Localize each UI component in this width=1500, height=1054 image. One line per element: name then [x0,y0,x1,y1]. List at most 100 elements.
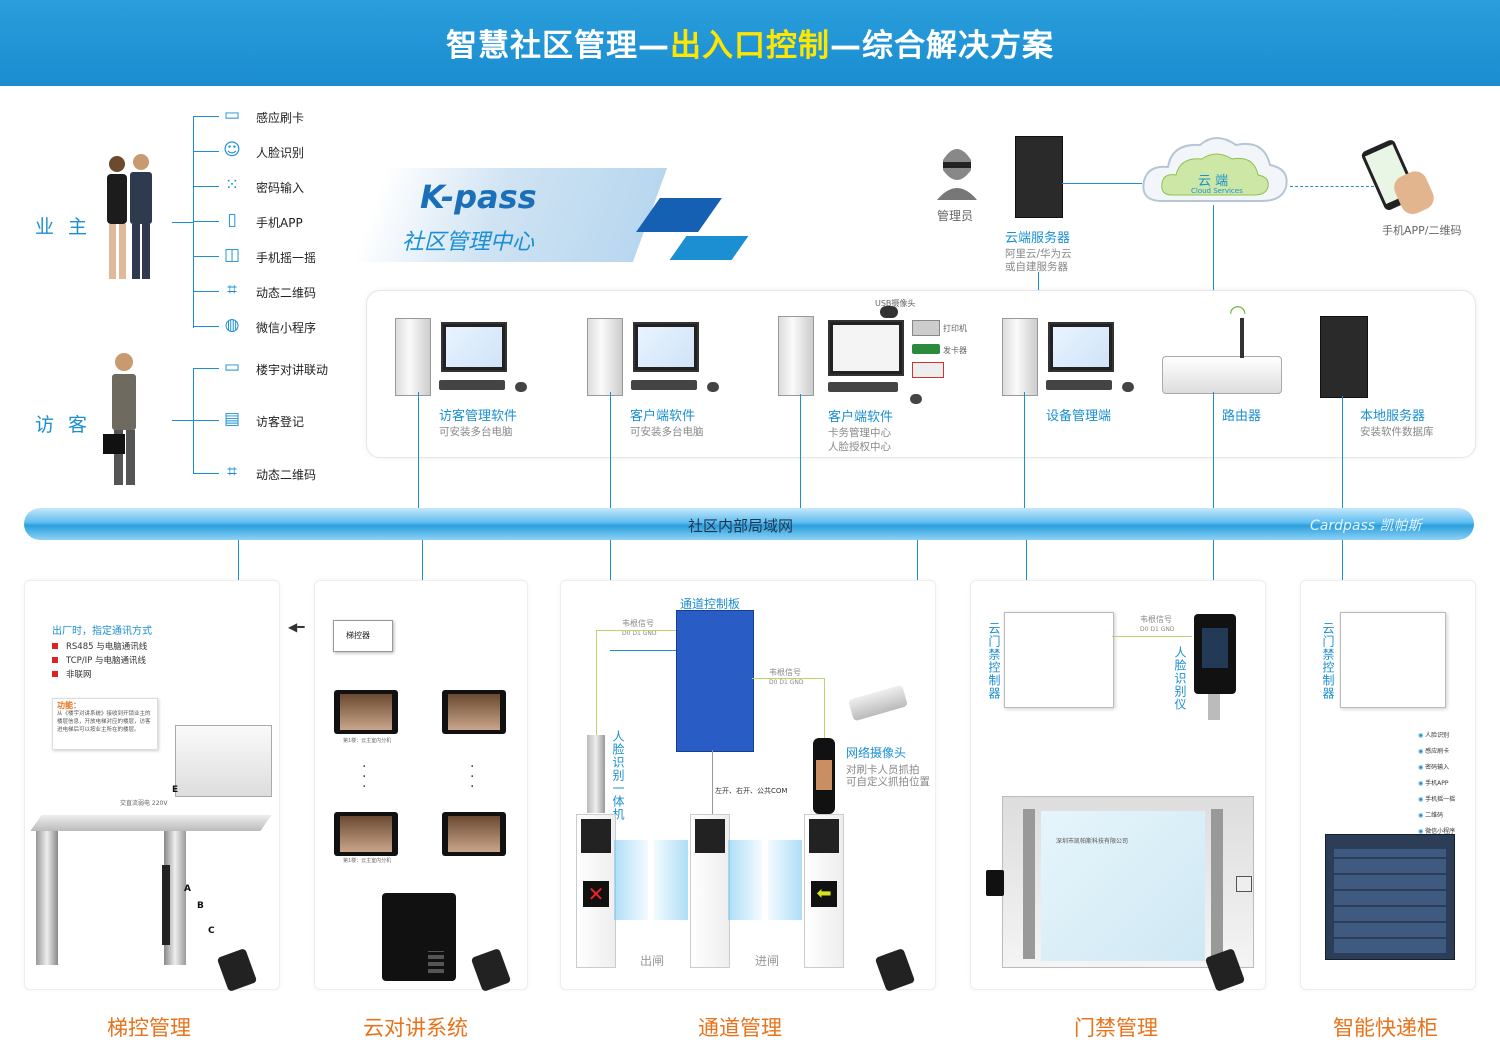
elevator-note-item: TCP/IP 与电脑通讯线 [52,654,147,668]
usb-camera-label: USB摄像头 [875,299,916,308]
owner-label: 业 主 [35,216,92,238]
kpass-logo: K-pass [420,178,537,216]
router-device [1162,356,1282,394]
cloud-icon [1140,135,1290,213]
cloud-label-cn: 云 端 [1198,174,1229,189]
camera-sub2: 可自定义抓拍位置 [846,776,930,788]
camera-label: 网络摄像头 [846,746,907,760]
elevator-power-label: 交直流弱电 220V [120,800,168,807]
locker-method: ◉ 二维码 [1418,812,1444,819]
exit-label: 出闸 [640,954,665,968]
page-title: 智慧社区管理—出入口控制—综合解决方案 [446,28,1054,64]
glass-wing [614,840,648,920]
locker-title: 智能快递柜 [1333,1016,1438,1040]
channel-wiegand-1: 韦根信号 [622,619,654,628]
cloud-server-sub1: 阿里云/华为云 [1005,248,1072,260]
turnstile-right: ⬅ [804,814,844,968]
qrcode-scan-icon: ⌗ [227,280,237,300]
ellipsis-icon: ··· [362,759,367,795]
channel-wiegand-pins-1: D0 D1 GND [622,630,657,637]
owner-item-face: ☺人脸识别 [223,140,304,161]
elevator-letter-e: E [172,785,179,795]
intercom-monitor [334,690,398,734]
phone-app-icon: ▯ [227,210,237,230]
elevator-letter-c: C [208,926,215,936]
pc-visitor-title: 访客管理软件 [439,409,518,424]
card-issuer-icon [912,344,940,354]
local-server-tower [1320,316,1368,398]
visitor-figure [100,350,150,490]
router-antenna [1240,318,1244,358]
locker-method: ◉ 微信小程序 [1418,828,1456,835]
elevator-func-box: 功能： 从《楼宇对讲系统》接收到开锁业主的楼层信息，开放电梯对应的楼层，访客进电… [52,698,158,750]
face-terminal-label: 人脸识别一体机 [611,730,625,821]
printer-icon [912,320,940,336]
locker-method-list: ◉ 人脸识别 ◉ 感应刷卡 ◉ 密码输入 ◉ 手机APP ◉ 手机摇一摇 ◉ 二… [1418,728,1455,840]
card-issuer-label: 发卡器 [943,346,967,355]
pc-client-1-sub: 可安装多台电脑 [630,426,704,438]
app-label: 手机APP/二维码 [1382,224,1462,237]
lan-brand: Cardpass 凯帕斯 [1310,518,1422,534]
owner-figures [95,150,165,290]
face-reader-label: 人脸识别仪 [1173,646,1187,711]
glass-wing [768,840,802,920]
card-swipe-icon: ▭ [223,105,241,125]
wifi-icon: ◠ [1229,300,1247,324]
pc-visitor-sub: 可安装多台电脑 [439,426,513,438]
reader-icon [912,362,944,378]
cloud-server-tower [1015,136,1063,218]
local-server-sub: 安装软件数据库 [1360,426,1434,438]
face-reader-device [1194,614,1236,694]
intercom-monitor [442,690,506,734]
channel-wiegand-pins-2: D0 D1 GND [769,679,804,686]
face-terminal-pole [587,735,605,813]
elevator-car [30,815,272,965]
elevator-controller-box [333,620,393,652]
access-controller-label: 云门禁控制器 [987,622,1001,700]
ellipsis-icon: ··· [470,759,475,795]
visitor-item-qrcode: ⌗动态二维码 [227,462,316,483]
locker-method: ◉ 感应刷卡 [1418,748,1450,755]
channel-board-label: 通道控制板 [680,597,741,611]
turnstile-left: ✕ [576,814,616,968]
door-exit-button [1236,876,1252,892]
pc-device-manager-title: 设备管理端 [1046,409,1112,424]
elevator-title: 梯控管理 [107,1016,191,1040]
visitor-item-register: ▤访客登记 [224,409,304,430]
elevator-cabinet [175,725,272,797]
header-banner: 智慧社区管理—出入口控制—综合解决方案 [0,0,1500,86]
intercom-title: 云对讲系统 [363,1016,468,1040]
phone-app-hand [1354,129,1442,228]
access-wiegand: 韦根信号 [1140,615,1172,624]
channel-wiegand-2: 韦根信号 [769,668,801,677]
elevator-letter-b: B [197,901,204,911]
elevator-note-title: 出厂时，指定通讯方式 [52,626,152,637]
keypad-icon: ⁙ [224,175,240,195]
channel-control-board [676,610,754,752]
glass-wing [654,840,688,920]
shake-phone-icon: ◫ [223,245,241,265]
admin-icon [935,140,979,204]
wechat-icon: ◍ [224,315,240,335]
lan-bar [24,508,1474,540]
entry-label: 进闸 [755,954,780,968]
printer-label: 打印机 [943,324,967,333]
access-title: 门禁管理 [1074,1016,1158,1040]
channel-io-label: 左开、右开、公共COM [715,787,788,795]
brand-subtitle: 社区管理中心 [402,230,535,255]
owner-item-shake: ◫手机摇一摇 [224,245,316,266]
visitor-label: 访 客 [35,414,92,436]
intercom-monitor [334,812,398,856]
locker-method: ◉ 手机摇一摇 [1418,796,1456,803]
owner-item-pin: ⁙密码输入 [225,175,304,196]
elevator-note-list: RS485 与电脑通讯线 TCP/IP 与电脑通讯线 非联网 [52,640,147,682]
elevator-controller-label: 梯控器 [346,631,370,640]
owner-item-wechat: ◍微信小程序 [225,315,316,336]
door-keypad [986,870,1004,896]
pc-client-2-title: 客户端软件 [828,410,894,425]
locker-method: ◉ 手机APP [1418,780,1449,787]
owner-item-card: ▭感应刷卡 [224,105,304,126]
elevator-letter-a: A [184,884,191,894]
locker-method: ◉ 人脸识别 [1418,732,1450,739]
couple-icon [107,154,152,279]
